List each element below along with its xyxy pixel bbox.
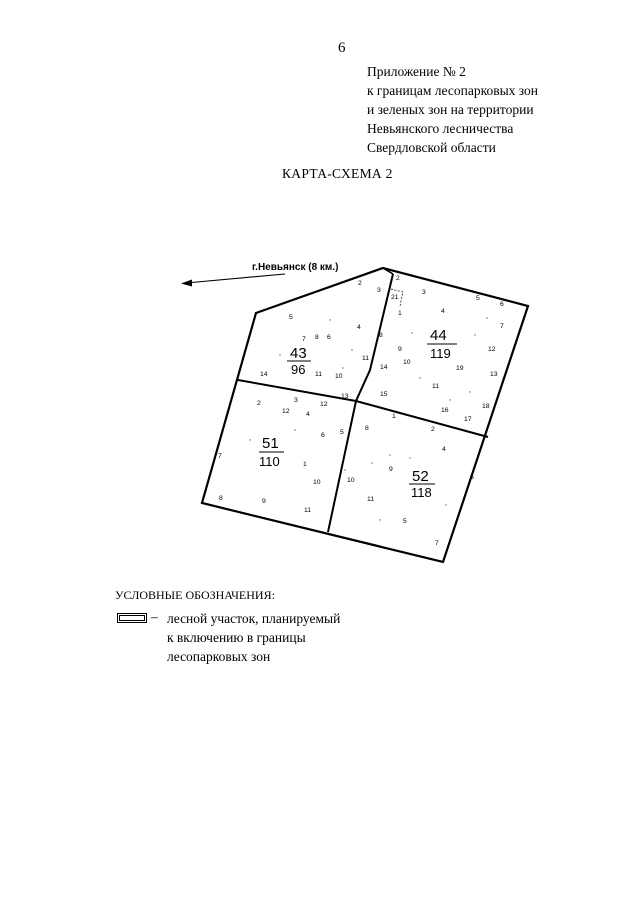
- legend-line: к включению в границы: [167, 630, 306, 645]
- plot-label: 14: [260, 371, 268, 378]
- quarter-area: 119: [430, 346, 451, 361]
- plot-label: 9: [389, 466, 393, 473]
- plot-label: 14: [380, 364, 388, 371]
- plot-label: 7: [500, 323, 504, 330]
- plot-label: 8: [365, 425, 369, 432]
- quarter-label-52: 52 118: [409, 468, 435, 500]
- plot-label: 4: [442, 446, 446, 453]
- plot-label: 17: [464, 416, 472, 423]
- plot-label: 10: [403, 359, 411, 366]
- plot-label: 5: [340, 429, 344, 436]
- plot-label: 5: [476, 295, 480, 302]
- legend-title: УСЛОВНЫЕ ОБОЗНАЧЕНИЯ:: [115, 588, 275, 602]
- quarter-label-51: 51 110: [259, 435, 284, 469]
- quarter-boundary: [382, 267, 394, 275]
- plot-label: 7: [435, 540, 439, 547]
- plot-label: 12: [320, 401, 328, 408]
- plot-label: 2: [431, 426, 435, 433]
- plot-label: 21: [391, 294, 399, 301]
- plot-label: 15: [380, 391, 388, 398]
- quarter-number: 44: [430, 327, 447, 344]
- plot-label: 10: [347, 477, 355, 484]
- quarter-area: 96: [291, 362, 305, 377]
- plot-label: 11: [432, 383, 439, 390]
- quarter-number: 43: [290, 345, 307, 362]
- plot-label: 12: [488, 346, 496, 353]
- plot-boundary: [390, 288, 404, 307]
- quarter-number: 51: [262, 435, 279, 452]
- annex-line: Свердловской области: [367, 140, 496, 155]
- plot-label: 8: [219, 495, 223, 502]
- plot-label: 7: [302, 336, 306, 343]
- plot-labels: 2 3 2 21 1 3 4 5 6 5 7 8 6 4 8 7 9 12 14…: [218, 275, 504, 547]
- plot-label: 10: [335, 373, 343, 380]
- annex-heading: Приложение № 2 к границам лесопарковых з…: [367, 62, 538, 157]
- quarter-number: 52: [412, 468, 429, 485]
- legend-dash: –: [151, 609, 158, 624]
- plot-label: 3: [422, 289, 426, 296]
- plot-label: 18: [482, 403, 490, 410]
- plot-label: 6: [500, 301, 504, 308]
- plot-label: 2: [396, 275, 400, 282]
- plot-label: 16: [441, 407, 449, 414]
- plot-label: 11: [362, 355, 369, 362]
- plot-label: 10: [313, 479, 321, 486]
- plot-label: 11: [304, 507, 311, 514]
- legend-description: лесной участок, планируемый к включению …: [167, 609, 340, 666]
- quarter-boundary: [237, 379, 489, 438]
- plot-label: 13: [341, 393, 349, 400]
- quarter-label-43: 43 96: [287, 345, 311, 377]
- plot-label: 1: [392, 413, 396, 420]
- annex-line: Невьянского лесничества: [367, 121, 514, 136]
- annex-line: к границам лесопарковых зон: [367, 83, 538, 98]
- direction-arrow-icon: [181, 273, 286, 287]
- plot-label: 5: [403, 518, 407, 525]
- map-outer-boundary: [200, 266, 530, 564]
- quarter-area: 110: [259, 454, 280, 469]
- legend-line: лесопарковых зон: [167, 649, 271, 664]
- legend-line: лесной участок, планируемый: [167, 611, 341, 626]
- plot-label: 8: [379, 332, 383, 339]
- plot-label: 11: [367, 496, 374, 503]
- quarter-label-44: 44 119: [427, 327, 457, 361]
- plot-label: 5: [289, 314, 293, 321]
- plot-label: 1: [303, 461, 307, 468]
- quarter-boundary: [327, 273, 394, 533]
- annex-line: и зеленых зон на территории: [367, 102, 534, 117]
- plot-label: 2: [358, 280, 362, 287]
- forest-plot-symbol-icon: [117, 613, 147, 623]
- plot-boundary-dots: [249, 317, 488, 521]
- quarter-area: 118: [411, 485, 432, 500]
- plot-label: 1: [398, 310, 402, 317]
- plot-label: 19: [456, 365, 464, 372]
- plot-label: 12: [282, 408, 290, 415]
- plot-label: 6: [327, 334, 331, 341]
- plot-label: 3: [377, 287, 381, 294]
- direction-label: г.Невьянск (8 км.): [252, 262, 338, 273]
- plot-label: 9: [398, 346, 402, 353]
- plot-label: 4: [306, 411, 310, 418]
- plot-label: 2: [257, 400, 261, 407]
- plot-label: 3: [294, 397, 298, 404]
- plot-label: 6: [321, 432, 325, 439]
- plot-label: 11: [315, 371, 322, 378]
- plot-label: 7: [218, 453, 222, 460]
- plot-label: 4: [357, 324, 361, 331]
- plot-label: 13: [490, 371, 498, 378]
- plot-label: 4: [441, 308, 445, 315]
- map-title: КАРТА-СХЕМА 2: [282, 166, 393, 181]
- page-number: 6: [338, 40, 346, 56]
- annex-line: Приложение № 2: [367, 64, 466, 79]
- plot-label: 6: [470, 474, 474, 481]
- plot-label: 9: [262, 498, 266, 505]
- plot-label: 8: [315, 334, 319, 341]
